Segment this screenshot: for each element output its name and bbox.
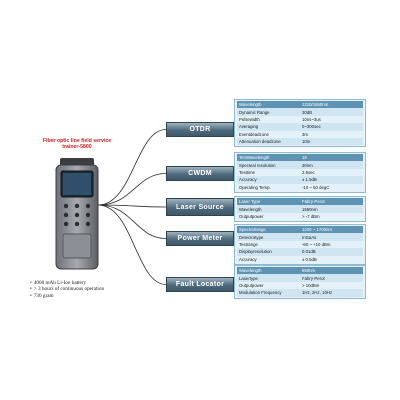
device-spec-item: > 3 hours of continuous operation — [30, 286, 140, 292]
spec-value: 2.5sec — [302, 169, 315, 175]
spec-value: 3m — [302, 131, 308, 137]
spec-name: TestWavelength — [237, 154, 300, 162]
device-spec-list: 4000 mAh Li-Ion battery > 3 hours of con… — [30, 280, 140, 299]
module-laser-source-button[interactable]: Laser Source — [166, 198, 234, 216]
spec-value: 1200 ~ 1700nm — [300, 226, 363, 234]
spec-name: Averaging — [237, 123, 300, 131]
spec-value: 1Hz, 2Hz, 10Hz — [300, 289, 363, 297]
module-otdr-button[interactable]: OTDR — [166, 122, 234, 137]
device-spec-item: 4000 mAh Li-Ion battery — [30, 280, 140, 286]
table-row: Operating Temp. -10 ~ 50 degC — [237, 184, 363, 191]
connector-line-otdr — [97, 129, 167, 206]
spec-name: Outputpower — [239, 213, 264, 219]
table-row: Accuracy ± 0.5dB — [237, 256, 363, 263]
spec-value: 650nm — [300, 267, 363, 275]
spec-name: Wavelength — [237, 267, 300, 275]
table-row: Eventdeadzone 3m — [237, 131, 363, 138]
spec-value: 30dB — [300, 108, 363, 116]
spec-value: 20nm — [300, 161, 363, 169]
spec-name: Outputpower — [239, 282, 264, 288]
connector-line-laser-source — [97, 204, 167, 208]
spec-name: Displayresolution — [237, 248, 300, 256]
spec-value: -60 ~ +10 dBm — [302, 241, 331, 247]
spec-name: Modulation Frequency — [237, 289, 300, 297]
connector-line-power-meter — [97, 204, 167, 239]
spec-name: Wavelength — [237, 205, 300, 213]
table-row: Outputpower > -7 dBm — [237, 213, 363, 220]
spec-name: Pulsewidth — [239, 116, 260, 122]
connector-line-fault-locator — [97, 204, 167, 285]
spec-name: Accuracy — [239, 256, 257, 262]
table-row: Pulsewidth 10ns~3us — [237, 116, 363, 123]
spec-name: Spectralrange — [237, 226, 300, 234]
spec-value: InGaAs — [300, 233, 363, 241]
device-title-line: trainer-5800 — [62, 144, 92, 150]
spec-name: Testtime — [239, 169, 255, 175]
spec-name: Testrange — [239, 241, 258, 247]
spec-name: Eventdeadzone — [239, 131, 269, 137]
spec-value: ± 1.5dB — [300, 176, 363, 184]
spec-value: Fabry-Perot — [300, 274, 363, 282]
spec-value: > 10dBm — [302, 282, 320, 288]
spec-value: ± 0.5dB — [302, 256, 317, 262]
device-title-line: Fiber optic line field service — [42, 138, 112, 144]
spec-name: Laser Type — [237, 198, 300, 206]
spec-name: Dynamic Range — [237, 108, 300, 116]
spec-value: 18 — [300, 154, 363, 162]
spec-value: > -7 dBm — [302, 213, 320, 219]
connector-line-cwdm — [97, 173, 167, 206]
spec-value: -10 ~ 50 degC — [302, 184, 330, 190]
spec-name: Accuracy — [237, 176, 300, 184]
spec-value: 0~300sec — [300, 123, 363, 131]
spec-value: Fabry-Perot — [300, 198, 363, 206]
table-row: Testrange -60 ~ +10 dBm — [237, 241, 363, 248]
table-row: Outputpower > 10dBm — [237, 282, 363, 289]
spec-value: 10m — [300, 137, 363, 146]
spec-name: Detectortype — [237, 233, 300, 241]
spec-value: 10ns~3us — [302, 116, 321, 122]
spec-name: Operating Temp. — [239, 184, 271, 190]
spec-name: Lasertype — [237, 274, 300, 282]
spec-name: Attenuation deadzone — [237, 137, 300, 146]
table-row: Testtime 2.5sec — [237, 169, 363, 176]
device-title: Fiber optic line field service trainer-5… — [37, 138, 117, 150]
spec-name: Wavelength — [237, 101, 300, 109]
spec-value: 1310/1550nm — [300, 101, 363, 109]
module-fault-locator-button[interactable]: Fault Locator — [166, 277, 234, 292]
module-cwdm-button[interactable]: CWDM — [166, 166, 234, 181]
device-spec-item: 730 gram — [30, 293, 140, 299]
module-power-meter-button[interactable]: Power Meter — [166, 231, 234, 246]
spec-name: Specteal resolution — [237, 161, 300, 169]
spec-value: 1550nm — [300, 205, 363, 213]
table-row: Accuracy± 1.5dB — [237, 176, 363, 184]
spec-value: 0.01dB — [300, 248, 363, 256]
